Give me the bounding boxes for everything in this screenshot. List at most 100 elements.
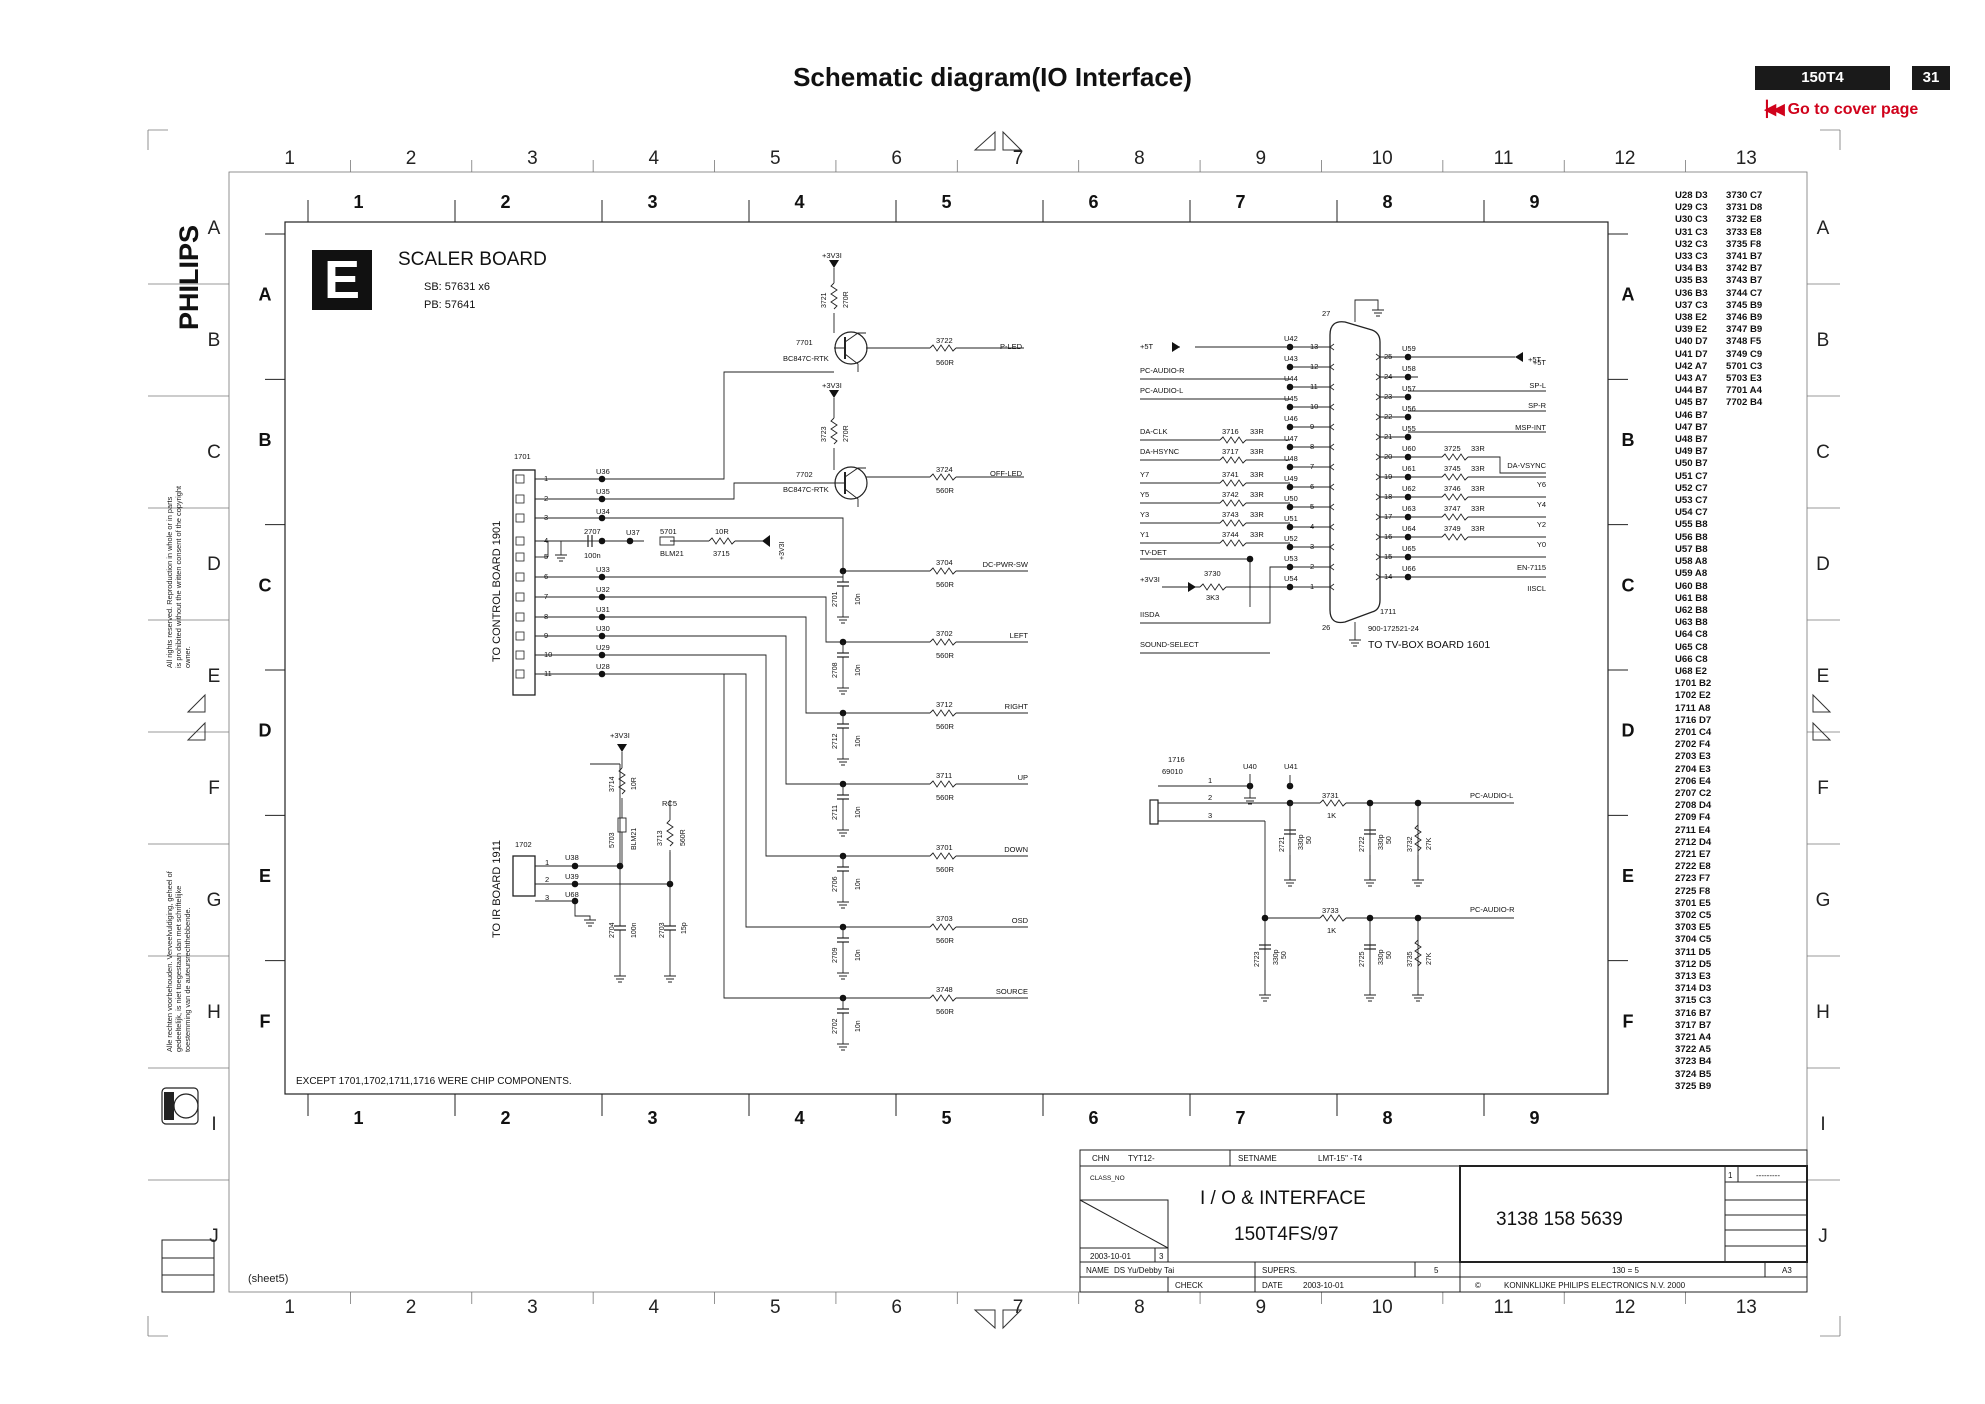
inner-row-label: F — [1623, 1011, 1634, 1031]
inner-row-label: B — [1622, 430, 1635, 450]
outer-row-label: E — [1817, 666, 1830, 687]
outer-row-label: J — [1818, 1226, 1828, 1247]
outer-col-label: 6 — [891, 1297, 902, 1318]
outer-col-label: 4 — [649, 148, 660, 169]
resistor-ref: 3725 — [1444, 444, 1461, 453]
net-label: UP — [1018, 773, 1028, 782]
resistor-ref: 3746 — [1444, 484, 1461, 493]
svg-text:10R: 10R — [715, 527, 729, 536]
pin-pad — [515, 572, 525, 582]
resistor-value: 33R — [1471, 524, 1485, 533]
svg-text:3735: 3735 — [1407, 951, 1414, 967]
net-label: +5T — [1140, 342, 1154, 351]
outer-col-label: 5 — [770, 148, 781, 169]
audio-jack-1716: 1716 69010 1 2 3 U40 U41 3731 1K 3733 1K… — [1149, 755, 1515, 1002]
connector-1701-pin: 9 — [544, 631, 548, 640]
net-label: DA-VSYNC — [1507, 461, 1546, 470]
test-point: U53 — [1284, 554, 1298, 563]
connector-1711-pin-right: 16 — [1384, 532, 1392, 541]
audio-filter-part: 3735 27K — [1407, 939, 1433, 1002]
connector-1701-pin: 2 — [544, 494, 548, 503]
svg-text:3713: 3713 — [657, 830, 664, 846]
outer-row-label: I — [211, 1114, 216, 1135]
svg-text:U32: U32 — [596, 585, 610, 594]
svg-text:560R: 560R — [680, 829, 687, 846]
svg-text:27K: 27K — [1426, 952, 1433, 965]
connector-1711-pin-left: 9 — [1310, 422, 1314, 431]
svg-text:U36: U36 — [596, 467, 610, 476]
resistor-ref: 3704 — [936, 558, 953, 567]
cap-value: 10n — [855, 806, 862, 818]
svg-text:BC847C-RTK: BC847C-RTK — [783, 354, 829, 363]
title-block-doc-number: 3138 158 5639 — [1496, 1209, 1623, 1230]
svg-text:330p: 330p — [1378, 834, 1385, 850]
connector-1702: 1702 1 2 3 TO IR BOARD 1911 U38 U39 U68 — [491, 763, 674, 938]
connector-1711-pin-left: 13 — [1310, 342, 1318, 351]
page-title: Schematic diagram(IO Interface) — [793, 62, 1192, 92]
net-label: MSP-INT — [1515, 423, 1546, 432]
center-markers — [186, 130, 1832, 1330]
test-point: U52 — [1284, 534, 1298, 543]
connector-1711-pin-left: 10 — [1310, 402, 1318, 411]
inner-row-label: C — [259, 575, 272, 595]
connector-1701-pin: 11 — [544, 669, 552, 678]
outer-row-label: H — [1816, 1002, 1830, 1023]
cap-ref: 2712 — [832, 733, 839, 749]
svg-text:100n: 100n — [584, 551, 601, 560]
svg-text:2721: 2721 — [1279, 836, 1286, 852]
connector-1711-pin-left: 3 — [1310, 542, 1314, 551]
cap-ref: 2711 — [832, 805, 839, 820]
outer-frame — [147, 129, 1841, 1337]
resistor-ref: 3741 — [1222, 470, 1239, 479]
pin-pad — [515, 552, 525, 562]
svg-text:A3: A3 — [1782, 1266, 1792, 1275]
resistor-value: 33R — [1250, 530, 1264, 539]
inner-col-label: 4 — [794, 192, 804, 212]
svg-text:2: 2 — [1208, 793, 1212, 802]
svg-text:3721: 3721 — [821, 292, 828, 308]
title-block-model: 150T4FS/97 — [1234, 1224, 1339, 1245]
svg-text:2003-10-01: 2003-10-01 — [1303, 1281, 1344, 1290]
copyright-nl: Alle rechten voorbehouden. Verveelvuldig… — [165, 870, 192, 1052]
transistor-7701: +3V3I 3721 270R 7701 BC847C-RTK 3722 560… — [783, 251, 1024, 372]
resistor-ref: 3748 — [936, 985, 953, 994]
resistor-value: 33R — [1471, 504, 1485, 513]
pin-pad — [515, 669, 525, 679]
connector-1701-pin: 4 — [544, 536, 548, 545]
svg-text:NAME: NAME — [1086, 1266, 1109, 1275]
pin-pad — [515, 536, 525, 546]
svg-text:All rights reserved. Reproduct: All rights reserved. Reproduction in who… — [165, 496, 174, 668]
net-label: IISCL — [1527, 584, 1546, 593]
test-point: U44 — [1284, 374, 1298, 383]
outer-col-label: 13 — [1736, 148, 1757, 169]
inner-col-label: 5 — [941, 1108, 951, 1128]
resistor-value: 33R — [1250, 447, 1264, 456]
resistor-value: 560R — [936, 936, 955, 945]
cap-ref: 2709 — [832, 947, 839, 963]
resistor-ref: 3730 — [1204, 569, 1221, 578]
title-block-title: I / O & INTERFACE — [1200, 1188, 1366, 1209]
svg-text:3722: 3722 — [936, 336, 953, 345]
net-label: Y7 — [1140, 470, 1149, 479]
connector-1711-pin-right: 22 — [1384, 412, 1392, 421]
test-point: U57 — [1402, 384, 1416, 393]
outer-col-label: 6 — [891, 148, 902, 169]
outer-col-label: 1 — [284, 1297, 295, 1318]
svg-text:owner.: owner. — [183, 646, 192, 668]
inner-col-label: 1 — [353, 192, 363, 212]
inner-frame — [284, 221, 1609, 1095]
svg-text:26: 26 — [1322, 623, 1330, 632]
svg-text:100n: 100n — [631, 922, 638, 938]
connector-1711-pin-right: 21 — [1384, 432, 1392, 441]
inner-col-label: 9 — [1529, 192, 1539, 212]
go-to-cover-link[interactable]: ▕◀◀Go to cover page — [1756, 100, 1918, 119]
svg-text:5701: 5701 — [660, 527, 677, 536]
svg-text:U39: U39 — [565, 872, 579, 881]
